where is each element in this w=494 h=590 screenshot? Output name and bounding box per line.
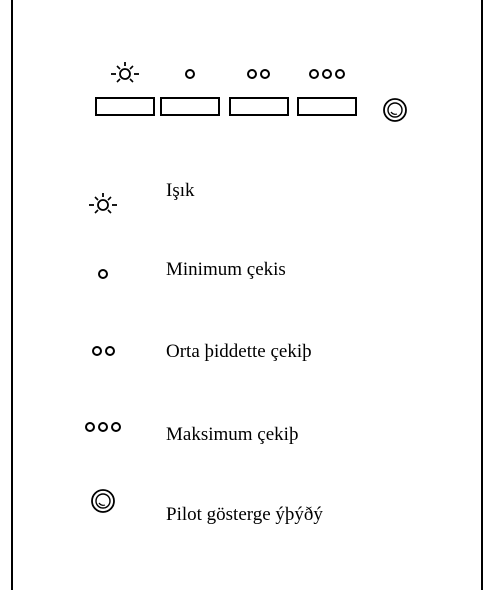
frame-right-edge — [481, 0, 483, 590]
legend-two-dots-icon — [78, 336, 128, 366]
legend-label-pilot: Pilot gösterge ýþýðý — [166, 504, 323, 525]
legend-sun-icon — [78, 189, 128, 219]
legend-three-dots-icon — [78, 412, 128, 442]
light-button[interactable] — [95, 97, 155, 116]
legend-label-medium: Orta þiddette çekiþ — [166, 341, 312, 362]
pilot-lamp-icon — [382, 97, 408, 123]
legend-pilot-lamp-icon — [78, 486, 128, 516]
maximum-speed-button[interactable] — [297, 97, 357, 116]
control-panel — [0, 0, 494, 140]
three-dots-icon — [297, 60, 357, 86]
medium-speed-button[interactable] — [229, 97, 289, 116]
sun-icon — [95, 60, 155, 86]
legend-label-maximum: Maksimum çekiþ — [166, 424, 299, 445]
two-dots-icon — [229, 60, 289, 86]
legend-label-light: Işık — [166, 180, 195, 201]
minimum-speed-button[interactable] — [160, 97, 220, 116]
legend-one-dot-icon — [78, 258, 128, 288]
legend-label-minimum: Minimum çekis — [166, 259, 286, 280]
one-dot-icon — [160, 60, 220, 86]
frame-left-edge — [11, 0, 13, 590]
